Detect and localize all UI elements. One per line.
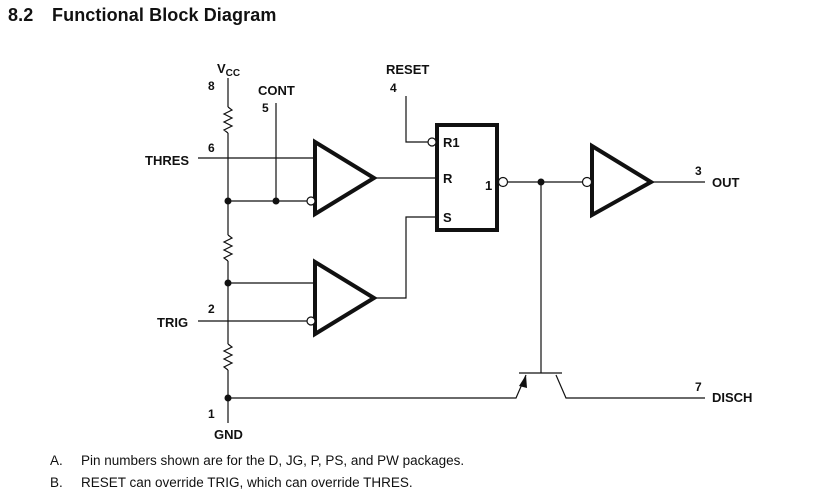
- wire-reset: [405, 96, 428, 143]
- sr-latch: [435, 123, 499, 232]
- section-heading: 8.2 Functional Block Diagram: [8, 5, 276, 26]
- thres-pin-number: 6: [208, 141, 215, 155]
- resistor-1: [222, 106, 234, 134]
- reset-pin-number: 4: [390, 81, 397, 95]
- output-inverter: [590, 142, 655, 219]
- junction-trigger-ref: [224, 279, 232, 287]
- disch-pin-number: 7: [695, 380, 702, 394]
- bubble-trigger-inverting: [306, 316, 316, 326]
- resistor-2: [222, 234, 234, 262]
- disch-label: DISCH: [712, 390, 752, 405]
- bubble-inverter-in: [581, 176, 593, 188]
- section-number: 8.2: [8, 5, 34, 25]
- out-pin-number: 3: [695, 164, 702, 178]
- section-title: Functional Block Diagram: [52, 5, 277, 25]
- trig-pin-number: 2: [208, 302, 215, 316]
- trig-label: TRIG: [157, 315, 188, 330]
- reset-label: RESET: [386, 62, 429, 77]
- thres-label: THRES: [145, 153, 189, 168]
- junction-threshold-ref: [224, 197, 232, 205]
- junction-cont: [272, 197, 280, 205]
- latch-output-label: 1: [485, 178, 492, 193]
- latch-input-r1: R1: [443, 135, 460, 150]
- bubble-latch-out: [497, 176, 509, 188]
- comparator-threshold: [313, 138, 378, 218]
- bubble-reset: [427, 137, 437, 147]
- wire-comp2-to-s: [374, 216, 436, 299]
- note-key: B.: [50, 475, 63, 490]
- out-label: OUT: [712, 175, 740, 190]
- diagram-notes: A. Pin numbers shown are for the D, JG, P…: [50, 451, 464, 495]
- note-b: B. RESET can override TRIG, which can ove…: [50, 473, 464, 495]
- note-text: Pin numbers shown are for the D, JG, P, …: [81, 453, 465, 468]
- cont-pin-number: 5: [262, 101, 269, 115]
- transistor-emitter-arrow: [519, 375, 527, 388]
- gnd-pin-number: 1: [208, 407, 215, 421]
- cont-label: CONT: [258, 83, 295, 98]
- vcc-label: VCC: [217, 61, 240, 79]
- note-a: A. Pin numbers shown are for the D, JG, P…: [50, 451, 464, 473]
- comparator-trigger: [313, 258, 378, 338]
- note-key: A.: [50, 453, 63, 468]
- transistor-collector: [555, 374, 705, 399]
- vcc-pin-number: 8: [208, 79, 215, 93]
- resistor-3: [222, 343, 234, 371]
- latch-input-r: R: [443, 171, 453, 186]
- bubble-threshold-inverting: [306, 196, 316, 206]
- gnd-label: GND: [214, 427, 243, 442]
- note-text: RESET can override TRIG, which can overr…: [81, 475, 413, 490]
- junction-latch-out: [537, 178, 545, 186]
- wire-gnd-bus: [228, 374, 527, 399]
- junction-gnd: [224, 394, 232, 402]
- latch-input-s: S: [443, 210, 452, 225]
